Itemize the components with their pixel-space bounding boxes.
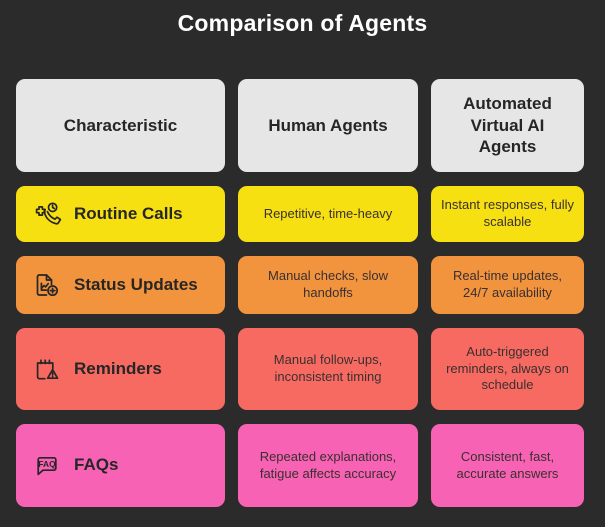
row-characteristic-faqs: FAQ FAQs [16, 424, 225, 507]
table-header-row: Characteristic Human Agents Automated Vi… [16, 79, 584, 172]
row-label: FAQs [74, 455, 119, 475]
svg-text:FAQ: FAQ [38, 459, 56, 469]
comparison-table: Characteristic Human Agents Automated Vi… [16, 79, 584, 507]
row-label: Routine Calls [74, 203, 183, 223]
header-cell-ai-agents: Automated Virtual AI Agents [431, 79, 584, 172]
row-ai-agents: Auto-triggered reminders, always on sche… [431, 328, 584, 410]
phone-plus-clock-icon [30, 197, 64, 231]
row-ai-agents: Real-time updates, 24/7 availability [431, 256, 584, 314]
table-row: FAQ FAQs Repeated explanations, fatigue … [16, 424, 584, 507]
table-row: Reminders Manual follow-ups, inconsisten… [16, 328, 584, 410]
row-characteristic-reminders: Reminders [16, 328, 225, 410]
row-human-agents: Repetitive, time-heavy [238, 186, 418, 242]
row-label: Status Updates [74, 274, 198, 294]
row-human-agents: Repeated explanations, fatigue affects a… [238, 424, 418, 507]
row-ai-agents: Instant responses, fully scalable [431, 186, 584, 242]
table-row: Status Updates Manual checks, slow hando… [16, 256, 584, 314]
row-ai-agents: Consistent, fast, accurate answers [431, 424, 584, 507]
row-characteristic-routine-calls: Routine Calls [16, 186, 225, 242]
document-chart-plus-icon [30, 268, 64, 302]
faq-speech-bubble-icon: FAQ [30, 449, 64, 483]
table-row: Routine Calls Repetitive, time-heavy Ins… [16, 186, 584, 242]
notepad-warning-icon [30, 352, 64, 386]
row-characteristic-status-updates: Status Updates [16, 256, 225, 314]
row-human-agents: Manual follow-ups, inconsistent timing [238, 328, 418, 410]
row-human-agents: Manual checks, slow handoffs [238, 256, 418, 314]
page-title: Comparison of Agents [177, 10, 428, 36]
header-cell-human-agents: Human Agents [238, 79, 418, 172]
row-label: Reminders [74, 358, 162, 378]
header-cell-characteristic: Characteristic [16, 79, 225, 172]
